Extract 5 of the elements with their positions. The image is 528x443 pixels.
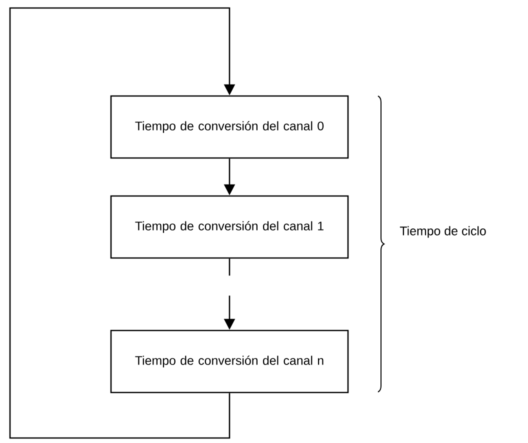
process-box: Tiempo de conversión del canal n [110,330,349,394]
brace-label: Tiempo de ciclo [400,226,486,238]
arrow [9,7,236,439]
process-box: Tiempo de conversión del canal 1 [110,195,349,259]
process-box: Tiempo de conversión del canal 0 [110,95,349,159]
